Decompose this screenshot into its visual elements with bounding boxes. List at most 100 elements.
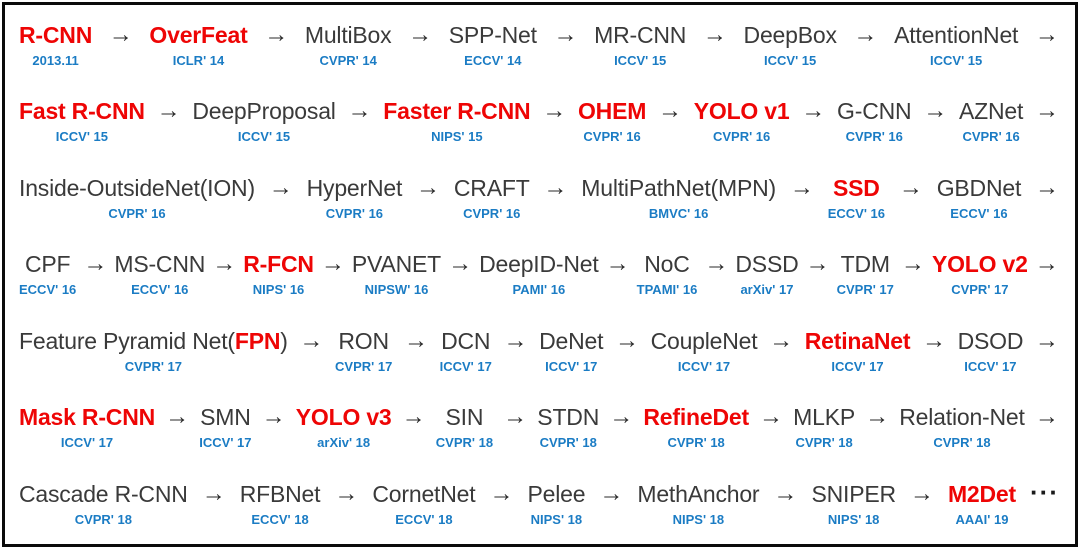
model-name: SMN — [200, 404, 251, 431]
right-arrow-icon: → — [704, 250, 729, 278]
venue-label: CVPR' 16 — [583, 129, 641, 145]
model-name: YOLO v2 — [932, 249, 1028, 279]
model-name: GBDNet — [936, 174, 1022, 201]
model-name: MS-CNN — [114, 251, 206, 278]
venue-label: NIPS' 18 — [672, 511, 725, 527]
right-arrow-icon: → — [503, 326, 528, 354]
right-arrow-icon: → — [212, 250, 237, 278]
model-name: AttentionNet — [894, 22, 1019, 48]
venue-label: CVPR' 14 — [319, 53, 377, 68]
model-name: Fast R-CNN — [19, 96, 145, 126]
right-arrow-icon: → — [156, 97, 181, 125]
model-name: RefineDet — [643, 402, 749, 432]
model-name: AZNet — [959, 98, 1024, 125]
model-name: Mask R-CNN — [19, 402, 155, 432]
model-name-highlight: R-CNN — [19, 22, 93, 48]
model-name: PVANET — [351, 251, 442, 278]
venue-label: CVPR' 16 — [325, 205, 384, 221]
model-item: R-FCN NIPS' 16 — [243, 249, 314, 298]
right-arrow-icon: → — [334, 479, 359, 507]
right-arrow-icon: → — [261, 403, 286, 431]
model-item: MultiPathNet(MPN)BMVC' 16 — [581, 173, 776, 222]
venue-label: 2013.11 — [32, 53, 79, 68]
model-name: R-FCN — [243, 249, 314, 279]
right-arrow-icon: → — [657, 97, 682, 125]
right-arrow-icon: → — [759, 403, 784, 431]
right-arrow-icon: → — [408, 21, 433, 48]
model-item: R-CNN 2013.11 — [19, 20, 92, 69]
model-name: STDN — [537, 404, 600, 431]
right-arrow-icon: → — [83, 250, 108, 278]
model-item: Feature Pyramid Net(FPN)CVPR' 17 — [19, 326, 288, 375]
venue-label: ICCV' 17 — [199, 435, 252, 451]
model-name-highlight: OverFeat — [149, 22, 248, 48]
model-name: CoupleNet — [650, 327, 758, 354]
right-arrow-icon: → — [853, 21, 878, 48]
venue-label: PAMI' 16 — [512, 282, 566, 298]
continuation-ellipsis: ··· — [1030, 476, 1059, 507]
right-arrow-icon: → — [1034, 326, 1059, 354]
right-arrow-icon: → — [108, 21, 133, 48]
venue-label: NIPS' 18 — [827, 511, 880, 527]
venue-label: ECCV' 14 — [464, 53, 522, 68]
right-arrow-icon: → — [299, 326, 324, 354]
venue-label: ECCV' 18 — [251, 511, 309, 527]
venue-label: NIPSW' 16 — [364, 282, 429, 298]
model-item: OHEM CVPR' 16 — [578, 96, 646, 145]
right-arrow-icon: → — [614, 326, 639, 354]
right-arrow-icon: → — [1034, 403, 1059, 431]
right-arrow-icon: → — [403, 326, 428, 354]
model-name: Inside-OutsideNet(ION) — [19, 174, 255, 201]
model-name: DCN — [441, 327, 491, 354]
right-arrow-icon: → — [769, 326, 794, 354]
model-name: Feature Pyramid Net(FPN) — [19, 327, 288, 354]
right-arrow-icon: → — [401, 403, 426, 431]
model-name-highlight: OHEM — [577, 98, 647, 125]
venue-label: CVPR' 16 — [108, 205, 166, 221]
model-name-highlight: RetinaNet — [804, 327, 911, 354]
right-arrow-icon: → — [553, 21, 578, 48]
model-name: DeepProposal — [192, 98, 336, 125]
model-name: HyperNet — [306, 174, 403, 201]
venue-label: ECCV' 16 — [827, 205, 885, 221]
model-name-highlight: M2Det — [947, 480, 1016, 507]
venue-label: NIPS' 16 — [252, 282, 305, 298]
model-item: PVANET NIPSW' 16 — [352, 249, 441, 298]
model-name-highlight: SSD — [832, 174, 880, 201]
model-name: G-CNN — [837, 98, 912, 125]
model-name: NoC — [644, 251, 690, 278]
right-arrow-icon: → — [921, 326, 946, 354]
right-arrow-icon: → — [201, 479, 226, 507]
right-arrow-icon: → — [900, 250, 925, 278]
venue-label: CVPR' 18 — [667, 435, 725, 451]
right-arrow-icon: → — [1035, 173, 1059, 201]
model-name: TDM — [840, 251, 890, 278]
right-arrow-icon: → — [923, 97, 948, 125]
model-name: DeNet — [539, 327, 604, 354]
right-arrow-icon: → — [702, 21, 727, 48]
